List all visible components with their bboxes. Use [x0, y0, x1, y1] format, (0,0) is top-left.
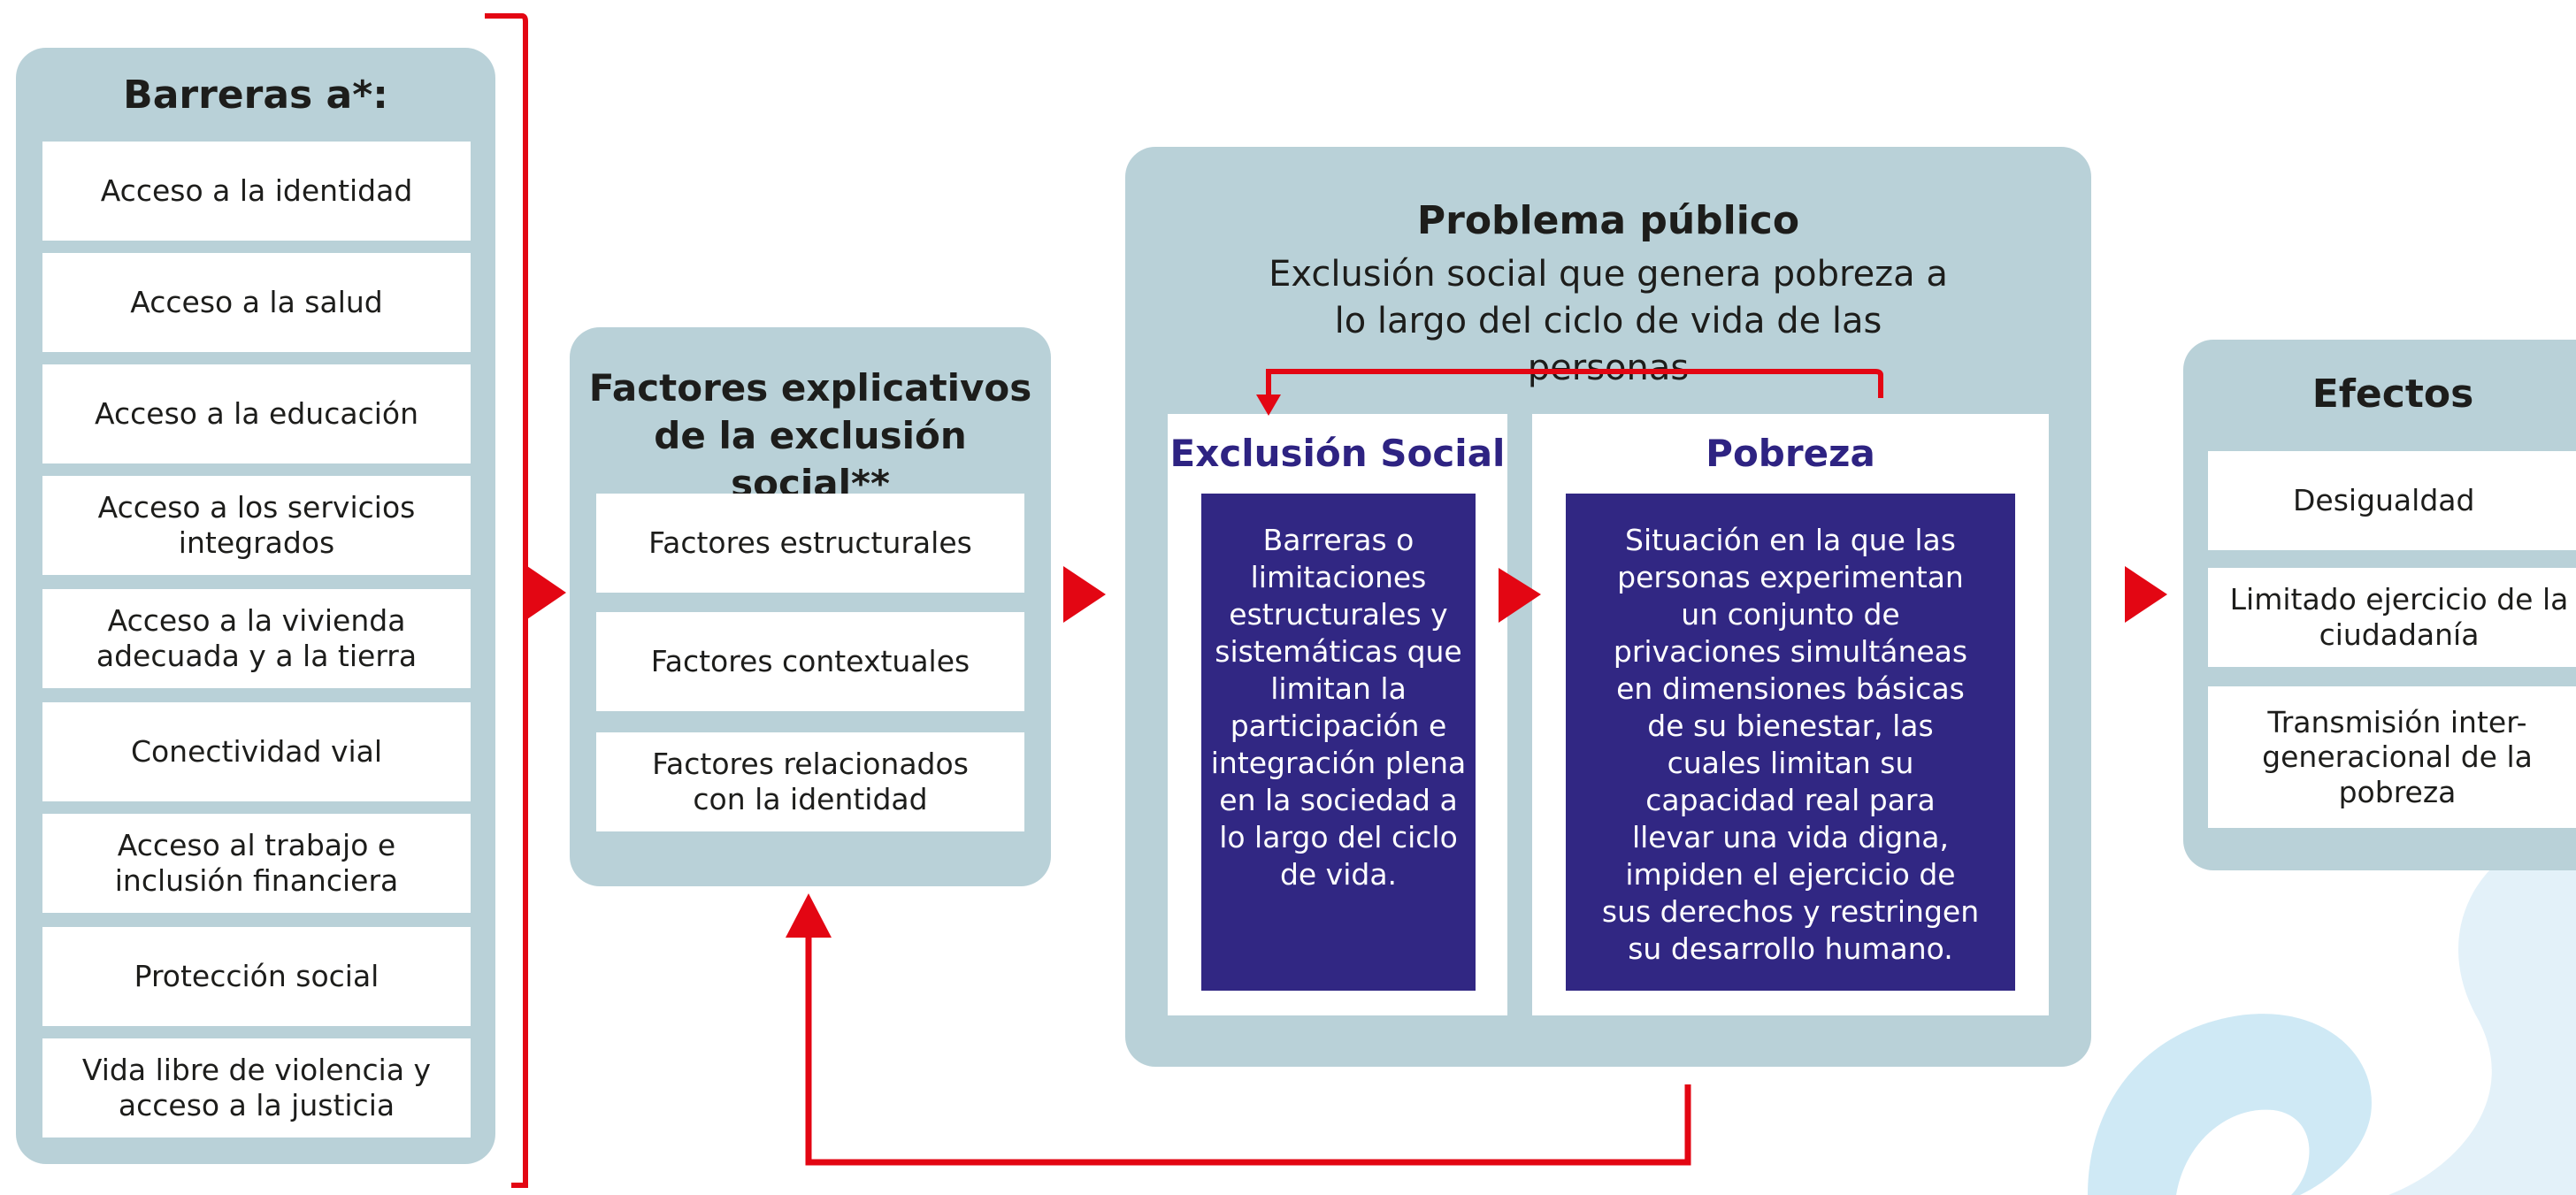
arrow-down-icon	[1256, 395, 1281, 416]
arrow-up-icon	[786, 893, 832, 938]
poverty-description: Situación en la que las personas experim…	[1566, 494, 2015, 991]
exclusion-panel: Exclusión Social Barreras o limitaciones…	[1168, 414, 1507, 1015]
feedback-arrow-bottom	[805, 938, 1691, 1166]
problem-subtitle: Exclusión social que genera pobreza a lo…	[1269, 254, 1948, 388]
barrier-item: Acceso a la salud	[42, 253, 471, 352]
barrier-item: Acceso al trabajo e inclusión financiera	[42, 814, 471, 913]
effect-item: Limitado ejercicio de la ciudadanía	[2208, 568, 2576, 667]
barrier-item: Acceso a la identidad	[42, 142, 471, 241]
exclusion-description: Barreras o limitaciones estructurales y …	[1201, 494, 1476, 991]
barrier-item: Vida libre de violencia y acceso a la ju…	[42, 1038, 471, 1138]
feedback-arrow-top	[1266, 369, 1883, 398]
poverty-panel: Pobreza Situación en la que las personas…	[1532, 414, 2049, 1015]
effect-item: Transmisión inter-generacional de la pob…	[2208, 686, 2576, 828]
barrier-item: Acceso a la educación	[42, 364, 471, 463]
barrier-item: Acceso a la vivienda adecuada y a la tie…	[42, 589, 471, 688]
arrow-right-icon	[527, 566, 566, 619]
barriers-title: Barreras a*:	[123, 73, 388, 118]
barrier-item: Conectividad vial	[42, 702, 471, 801]
factors-panel: Factores explicativos de la exclusión so…	[570, 327, 1051, 886]
barrier-item: Acceso a los servicios integrados	[42, 476, 471, 575]
factor-item: Factores contextuales	[596, 612, 1024, 711]
effects-title: Efectos	[2312, 372, 2474, 417]
problem-title: Problema público	[1416, 198, 1800, 243]
arrow-right-icon	[1063, 566, 1106, 623]
poverty-title: Pobreza	[1706, 432, 1875, 475]
factors-title: Factores explicativos de la exclusión so…	[588, 366, 1032, 505]
arrow-right-icon	[1499, 568, 1541, 623]
barriers-bracket	[485, 13, 528, 1188]
problem-panel: Problema público Exclusión social que ge…	[1125, 147, 2091, 1067]
barriers-panel: Barreras a*: Acceso a la identidad Acces…	[16, 48, 495, 1164]
arrow-right-icon	[2125, 566, 2167, 623]
factor-item: Factores relacionados con la identidad	[596, 732, 1024, 831]
factor-item: Factores estructurales	[596, 494, 1024, 593]
barrier-item: Protección social	[42, 927, 471, 1026]
effect-item: Desigualdad	[2208, 451, 2576, 550]
effects-panel: Efectos Desigualdad Limitado ejercicio d…	[2183, 340, 2576, 870]
exclusion-title: Exclusión Social	[1169, 432, 1506, 475]
